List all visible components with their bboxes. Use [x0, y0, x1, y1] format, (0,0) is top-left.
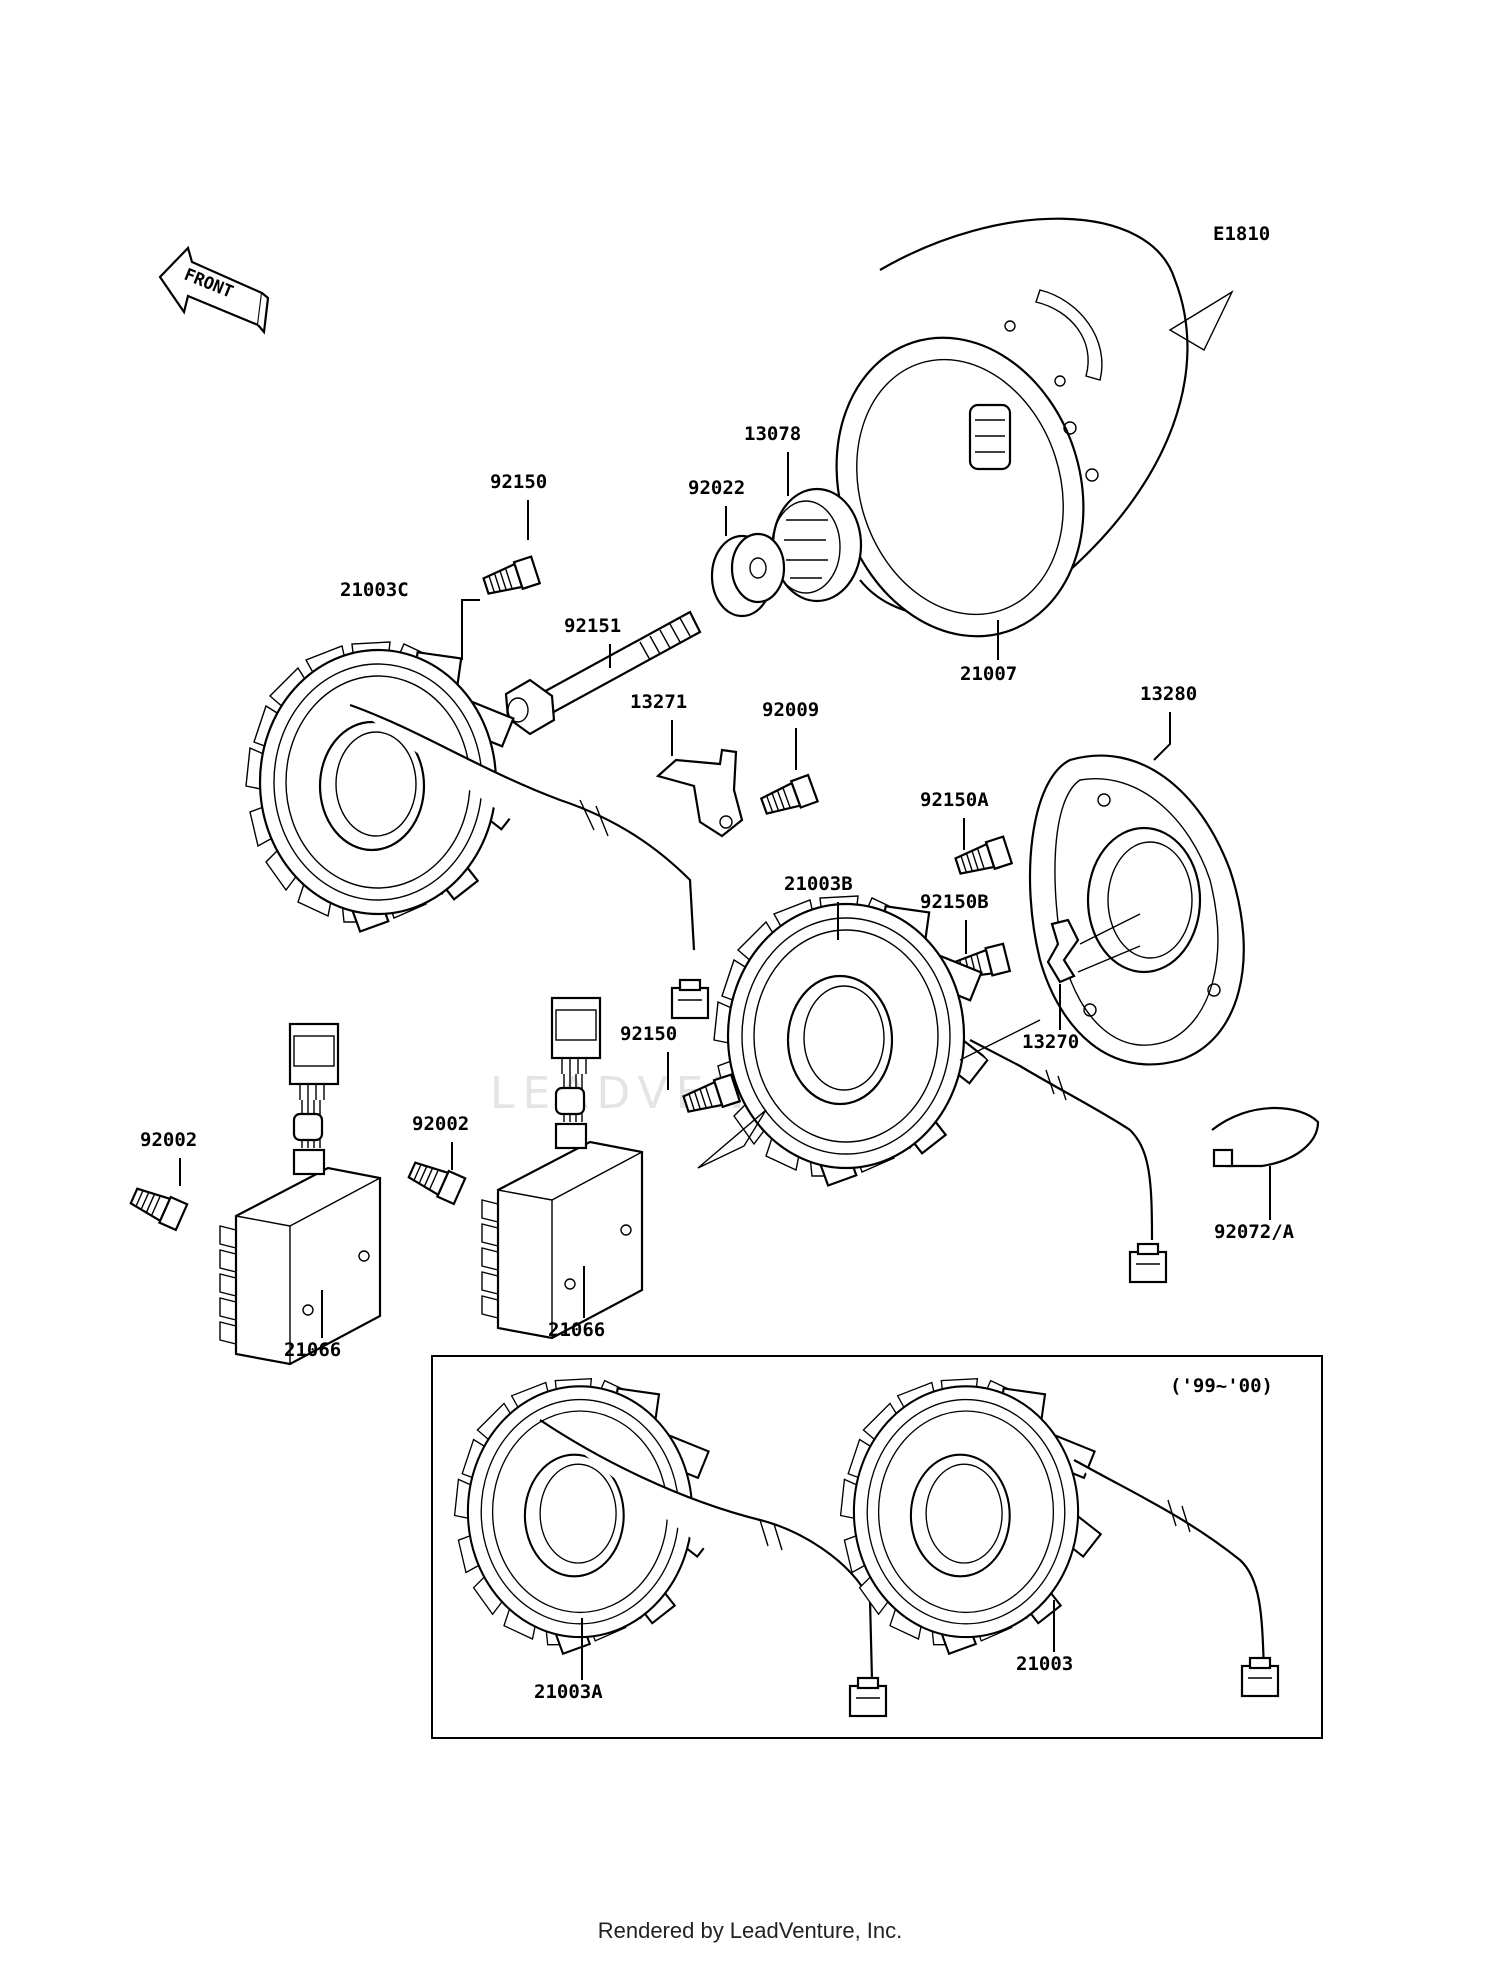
bolt-92002-mid: [405, 1156, 467, 1206]
label-92150-top: 92150: [490, 471, 547, 493]
rectifier-21066-left: [218, 1022, 382, 1366]
connector-21003C: [670, 978, 710, 1020]
bolt-92150-top: [480, 555, 541, 601]
label-13280: 13280: [1140, 683, 1197, 705]
bracket-13271: [655, 748, 744, 838]
cover-13280: [1028, 754, 1245, 1066]
stator-21003B-wire: [969, 1039, 1154, 1241]
starter-gear-13078: [771, 487, 863, 603]
label-92002-mid: 92002: [412, 1113, 469, 1135]
label-92009: 92009: [762, 699, 819, 721]
label-13270: 13270: [1022, 1031, 1079, 1053]
label-21003: 21003: [1016, 1653, 1073, 1675]
label-21003A: 21003A: [534, 1681, 603, 1703]
bolt-92150A: [952, 835, 1013, 881]
rectifier-21066-mid: [480, 996, 644, 1340]
label-21066-left: 21066: [284, 1339, 341, 1361]
label-92151: 92151: [564, 615, 621, 637]
footer-credit: Rendered by LeadVenture, Inc.: [597, 1918, 903, 1943]
inset-label: ('99~'00): [1170, 1375, 1273, 1397]
label-92072A: 92072/A: [1214, 1221, 1295, 1243]
label-92022: 92022: [688, 477, 745, 499]
inset-frame: [431, 1355, 1323, 1739]
label-21007: 21007: [960, 663, 1017, 685]
stator-21003C-wire: [349, 703, 696, 951]
stator-21003: [839, 1377, 1102, 1655]
label-13078: 13078: [744, 423, 801, 445]
label-92150-mid: 92150: [620, 1023, 677, 1045]
label-21003B: 21003B: [784, 873, 853, 895]
stator-21003B: [712, 894, 989, 1187]
label-92002-left: 92002: [140, 1129, 197, 1151]
stator-21003A-wire: [539, 1419, 874, 1681]
label-92150B: 92150B: [920, 891, 989, 913]
rotor-21007: [835, 217, 1234, 638]
connector-21003B: [1128, 1242, 1168, 1284]
stator-21003-wire: [1073, 1459, 1266, 1671]
label-21066-mid: 21066: [548, 1319, 605, 1341]
plate-13270: [1046, 913, 1141, 984]
label-21003C: 21003C: [340, 579, 409, 601]
diagram-code: E1810: [1213, 223, 1270, 245]
label-13271: 13271: [630, 691, 687, 713]
label-92150A: 92150A: [920, 789, 989, 811]
connector-21003: [1240, 1656, 1280, 1698]
bolt-92002-left: [127, 1182, 189, 1232]
screw-92009: [758, 773, 819, 821]
front-arrow-icon: FRONT: [158, 245, 270, 335]
band-92072A: [1211, 1106, 1320, 1168]
washer-92022: [710, 532, 786, 618]
connector-21003A: [848, 1676, 888, 1718]
